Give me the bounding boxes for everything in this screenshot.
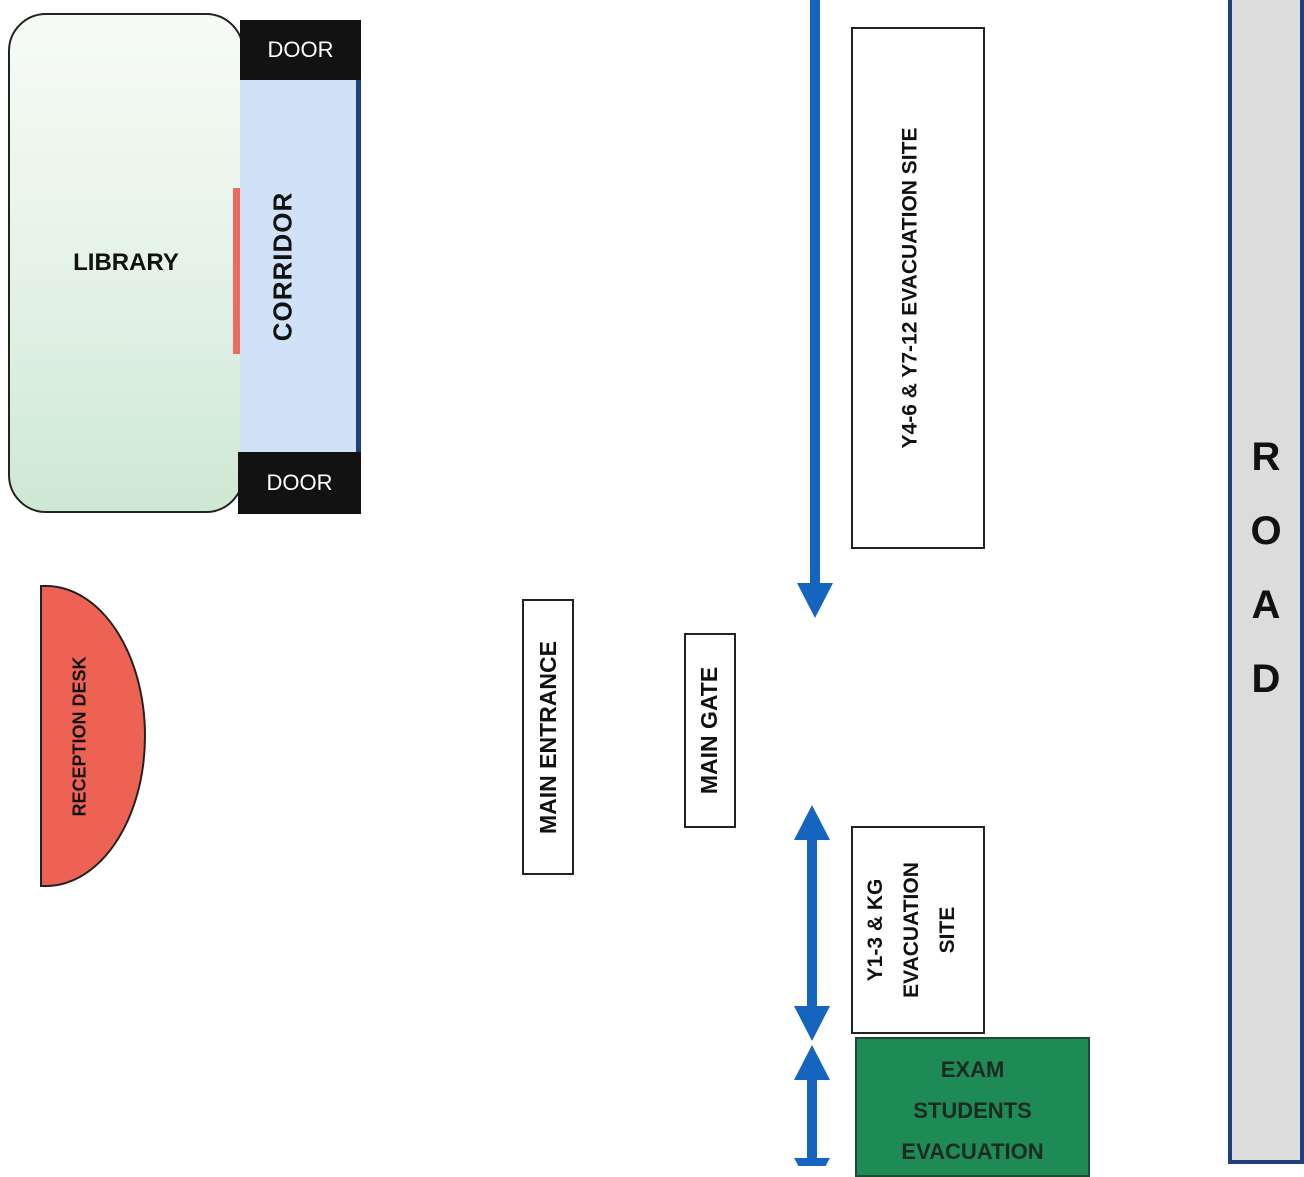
arrow-down-long <box>797 0 833 618</box>
exam-students-evacuation-site: EXAM STUDENTS EVACUATION <box>855 1037 1090 1177</box>
road: R O A D <box>1228 0 1304 1164</box>
road-letter-a: A <box>1251 583 1281 627</box>
exam-site-line-2: STUDENTS <box>913 1098 1032 1123</box>
arrow-exam-site <box>794 1045 830 1166</box>
door-bottom: DOOR <box>238 452 361 514</box>
arrow-double-y1-site <box>794 805 830 1041</box>
library-room: LIBRARY <box>8 13 244 513</box>
door-bottom-label: DOOR <box>266 470 333 495</box>
exam-site-line-3: EVACUATION <box>901 1139 1044 1164</box>
evacuation-site-y4-y7: Y4-6 & Y7-12 EVACUATION SITE <box>851 27 985 549</box>
road-letter-o: O <box>1250 509 1282 553</box>
door-top: DOOR <box>240 20 361 80</box>
library-label: LIBRARY <box>73 249 179 276</box>
main-entrance: MAIN ENTRANCE <box>522 599 574 875</box>
corridor: CORRIDOR <box>240 80 361 452</box>
door-top-label: DOOR <box>267 37 334 62</box>
evacuation-site-y1-kg: Y1-3 & KG EVACUATION SITE <box>851 826 985 1034</box>
exam-site-line-1: EXAM <box>940 1057 1005 1082</box>
main-gate: MAIN GATE <box>684 633 736 828</box>
road-letter-r: R <box>1251 435 1281 479</box>
road-letter-d: D <box>1251 657 1281 701</box>
